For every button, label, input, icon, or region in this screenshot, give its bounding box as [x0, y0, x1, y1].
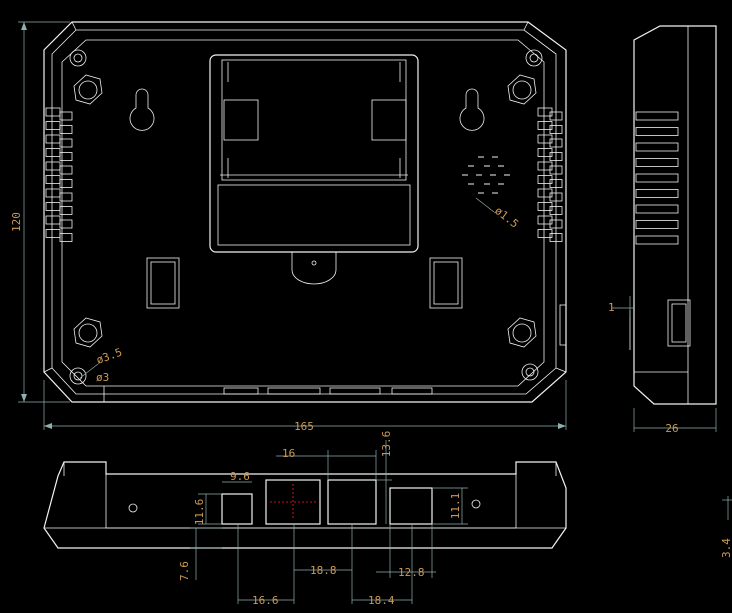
port-4: [389, 487, 433, 525]
side-vent-fin: [635, 189, 679, 198]
side-view: 1 26: [608, 25, 717, 435]
keyhole-left: [129, 88, 155, 131]
front-inner-outline: [61, 39, 545, 387]
vent-fin: [45, 229, 61, 238]
vent-fin: [59, 233, 73, 242]
port-1: [221, 493, 253, 525]
vent-fin: [59, 192, 73, 202]
vent-fin: [549, 192, 563, 202]
vent-fin: [45, 175, 61, 184]
vent-fins-right: [537, 107, 563, 242]
front-dimensions: 120 165 ø1.5 ø3.5 ø3: [10, 21, 567, 433]
vent-fin: [549, 233, 563, 242]
screw-boss-bottom-left: [69, 367, 87, 385]
dim-bottom-off1: 16.6: [252, 594, 279, 607]
side-vent-fins: [635, 111, 679, 245]
side-outline: [633, 25, 717, 405]
screw-boss-top-left: [69, 49, 87, 67]
slot-right: [429, 257, 463, 309]
screw-boss-top-right: [525, 49, 543, 67]
vent-fin: [45, 202, 61, 211]
dim-bottom-h2: 13.6: [380, 431, 393, 458]
hex-boss-top-left: [73, 74, 103, 105]
vent-fin: [59, 111, 73, 121]
vent-fins-left: [45, 107, 73, 242]
dim-hole-inner: ø3: [96, 371, 109, 384]
front-outer-outline: [43, 21, 567, 403]
vent-fin: [45, 188, 61, 198]
dim-bottom-h4: 7.6: [178, 561, 191, 581]
vent-fin: [549, 138, 563, 148]
side-vent-fin: [635, 173, 679, 183]
vent-fin: [549, 152, 563, 161]
vent-fin: [45, 107, 61, 117]
vent-fin: [59, 165, 73, 175]
slot-left: [146, 257, 180, 309]
vent-fin: [45, 134, 61, 144]
port-2: [265, 479, 321, 525]
bottom-notches: [103, 386, 433, 402]
dim-width-overall: 165: [294, 420, 314, 433]
vent-fin: [59, 206, 73, 215]
vent-fin: [45, 161, 61, 171]
vent-fin: [45, 121, 61, 130]
dim-edge-partial: 3.4: [720, 538, 732, 558]
vent-fin: [45, 148, 61, 157]
side-vent-fin: [635, 142, 679, 152]
right-edge-tab: [559, 304, 567, 346]
bottom-hole-right: [471, 499, 481, 509]
vent-fin: [549, 179, 563, 188]
side-vent-fin: [635, 204, 679, 214]
dim-hole-small: ø1.5: [492, 204, 521, 231]
vent-fin: [59, 179, 73, 188]
side-vent-fin: [635, 158, 679, 167]
vent-fin: [59, 138, 73, 148]
dim-depth-side: 26: [665, 422, 678, 435]
vent-fin: [549, 219, 563, 229]
battery-compartment: [209, 54, 419, 285]
vent-fin: [549, 165, 563, 175]
dim-bottom-h3: 11.1: [449, 493, 462, 520]
dim-height-overall: 120: [10, 212, 23, 232]
dim-bottom-gap1: 18.8: [310, 564, 337, 577]
screw-boss-bottom-right: [521, 363, 539, 381]
keyhole-right: [459, 88, 485, 131]
vent-fin: [45, 215, 61, 225]
side-vent-fin: [635, 235, 679, 245]
bottom-hole-left: [128, 503, 138, 513]
dim-bottom-w2: 16: [282, 447, 295, 460]
hex-boss-bottom-left: [73, 317, 103, 348]
dim-bottom-off2: 18.4: [368, 594, 395, 607]
dim-bottom-w3: 12.8: [398, 566, 425, 579]
bottom-dimensions: 9.6 11.6 16 13.6 11.1 7.6 16.6 18.8 18.4: [178, 431, 732, 607]
vent-fin: [59, 152, 73, 161]
bottom-outline: [43, 461, 567, 549]
hex-boss-top-right: [507, 74, 537, 105]
side-vent-fin: [635, 111, 679, 121]
vent-fin: [549, 111, 563, 121]
vent-fin: [549, 206, 563, 215]
vent-fin: [59, 125, 73, 134]
dim-hole-screw: ø3.5: [95, 346, 124, 367]
dim-side-offset: 1: [608, 301, 615, 314]
bottom-view: [43, 461, 567, 549]
port-3: [327, 479, 377, 525]
hex-boss-bottom-right: [507, 317, 537, 348]
side-tab: [667, 299, 691, 347]
side-vent-fin: [635, 127, 679, 136]
side-vent-fin: [635, 220, 679, 229]
speaker-holes: [462, 156, 510, 194]
vent-fin: [549, 125, 563, 134]
front-view: [43, 21, 567, 403]
dim-bottom-h1: 11.6: [193, 499, 206, 526]
dim-bottom-w1: 9.6: [230, 470, 250, 483]
front-bevel-outline: [51, 29, 557, 395]
vent-fin: [59, 219, 73, 229]
